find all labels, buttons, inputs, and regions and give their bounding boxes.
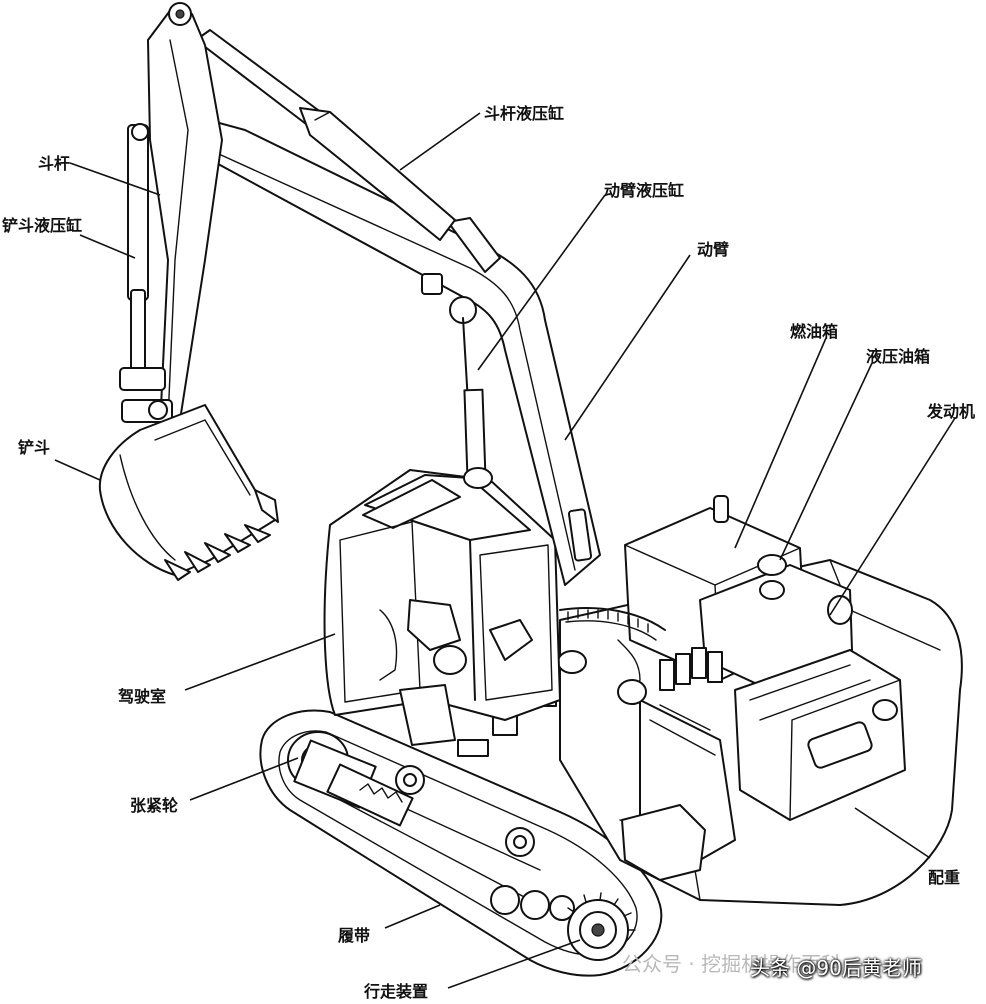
label-counterweight: 配重 (928, 868, 961, 887)
label-cab: 驾驶室 (118, 687, 167, 706)
label-boom-cylinder: 动臂液压缸 (604, 181, 685, 200)
bucket (98, 404, 279, 581)
label-travel-device: 行走装置 (364, 982, 429, 1001)
label-idler: 张紧轮 (130, 796, 179, 815)
label-bucket: 铲斗 (18, 438, 51, 457)
drive-sprocket (567, 892, 636, 961)
label-engine: 发动机 (927, 402, 976, 421)
label-arm: 斗杆 (38, 154, 71, 173)
engine (734, 595, 906, 821)
label-hydraulic-tank: 液压油箱 (866, 347, 931, 366)
idler-wheel (287, 731, 414, 827)
label-arm-cylinder: 斗杆液压缸 (484, 104, 565, 123)
watermark-dark: 头条 @90后黄老师 (750, 956, 922, 980)
label-fuel-tank: 燃油箱 (790, 322, 839, 341)
hydraulic-oil-tank (699, 554, 853, 691)
control-valves (617, 639, 723, 705)
operator-cab (323, 469, 561, 746)
bucket-cylinder (119, 123, 173, 423)
watermark-faint: 公众号 · 挖掘机操作百科 (622, 952, 842, 976)
arm (147, 2, 223, 429)
boom-cylinder (449, 296, 493, 489)
counterweight-block (621, 699, 736, 881)
label-track: 履带 (338, 926, 371, 945)
label-boom: 动臂 (697, 240, 730, 259)
arm-cylinder (195, 29, 456, 241)
label-bucket-cylinder: 铲斗液压缸 (2, 216, 83, 235)
track-rollers (395, 765, 575, 921)
leader-lines (54, 112, 956, 989)
